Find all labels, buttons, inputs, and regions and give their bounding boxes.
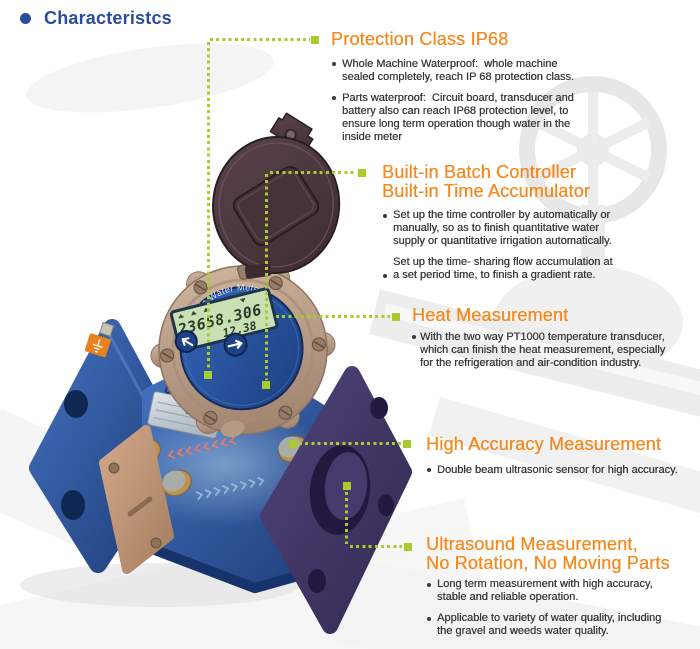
leader-protection-endpoint (204, 371, 212, 379)
title-bullet-icon (20, 13, 31, 24)
bolt-hole (378, 494, 394, 516)
flow-arrows-red (167, 435, 237, 460)
leader-heat-endpoint (392, 313, 400, 321)
leader-ultrasound-vertical (345, 492, 348, 544)
leader-protection-vertical (207, 42, 210, 370)
bullet-dot (427, 582, 431, 587)
bolt-hole (370, 397, 388, 419)
feature-bullet: Applicable to variety of water quality, … (426, 612, 670, 638)
leader-batch-endpoint (358, 169, 366, 177)
water-meter-illustration: 8888 50 (20, 112, 412, 634)
feature-bullet: Long term measurement with high accuracy… (426, 578, 670, 604)
feature-bullet: Double beam ultrasonic sensor for high a… (426, 464, 678, 477)
feature-high-accuracy: High Accuracy Measurement Double beam ul… (426, 435, 678, 477)
feature-title: Built-in Batch Controller (382, 162, 577, 182)
feature-title: Built-in Time Accumulator (382, 180, 591, 201)
bolt-hole (61, 490, 85, 520)
leader-ultrasound-horizontal (350, 545, 402, 548)
feature-title: No Rotation, No Moving Parts (426, 552, 670, 573)
leader-accuracy-endpoint (289, 440, 297, 448)
bullet-dot (383, 213, 387, 218)
bullet-dot (332, 62, 336, 66)
feature-bullet: Set up the time controller by automatica… (382, 209, 613, 248)
leader-batch-horizontal (270, 171, 357, 174)
nav-button-left (174, 329, 198, 353)
transducer-disc (162, 469, 192, 497)
meter-lid (212, 112, 341, 280)
page-title: Characteristcs (44, 8, 172, 28)
bullet-dot (383, 273, 387, 278)
leader-protection-endpoint (311, 36, 319, 44)
leader-heat-horizontal (276, 315, 390, 318)
lid-recess (232, 165, 320, 247)
feature-ultrasound: Ultrasound Measurement, No Rotation, No … (426, 535, 670, 638)
bullet-dot (412, 335, 416, 339)
ground-sticker (84, 321, 115, 358)
feature-batch-controller: Built-in Batch Controller Built-in Time … (382, 163, 613, 282)
feature-title: High Accuracy Measurement (426, 434, 662, 454)
feature-protection: Protection Class IP68 Whole Machine Wate… (331, 30, 574, 144)
bolt-hole (64, 390, 88, 418)
feature-title: Protection Class IP68 (331, 29, 509, 49)
feature-bullet: With the two way PT1000 temperature tran… (412, 331, 665, 370)
leader-ultrasound-endpoint (404, 543, 412, 551)
leader-accuracy-horizontal (299, 442, 401, 445)
feature-bullet: Set up the time- sharing flow accumulati… (382, 256, 613, 282)
bullet-dot (427, 616, 431, 621)
leader-batch-vertical (265, 174, 268, 380)
feature-bullet: Parts waterproof: Circuit board, transdu… (331, 92, 574, 144)
bullet-dot (332, 96, 336, 100)
bullet-dot (427, 468, 431, 472)
leader-accuracy-endpoint (403, 440, 411, 448)
leader-batch-endpoint (262, 381, 270, 389)
bolt-hole (308, 569, 326, 593)
leader-protection-horizontal (210, 38, 310, 41)
feature-heat: Heat Measurement With the two way PT1000… (412, 306, 665, 370)
feature-title: Heat Measurement (412, 305, 569, 325)
flow-arrows-blue (195, 476, 265, 501)
right-flange (260, 366, 412, 634)
page-header: Characteristcs (20, 8, 172, 29)
feature-bullet: Whole Machine Waterproof: whole machine … (331, 58, 574, 84)
feature-title: Ultrasound Measurement, (426, 534, 638, 554)
bronze-side-plate (99, 425, 174, 574)
nav-button-right (223, 332, 248, 357)
leader-ultrasound-endpoint (343, 482, 351, 490)
